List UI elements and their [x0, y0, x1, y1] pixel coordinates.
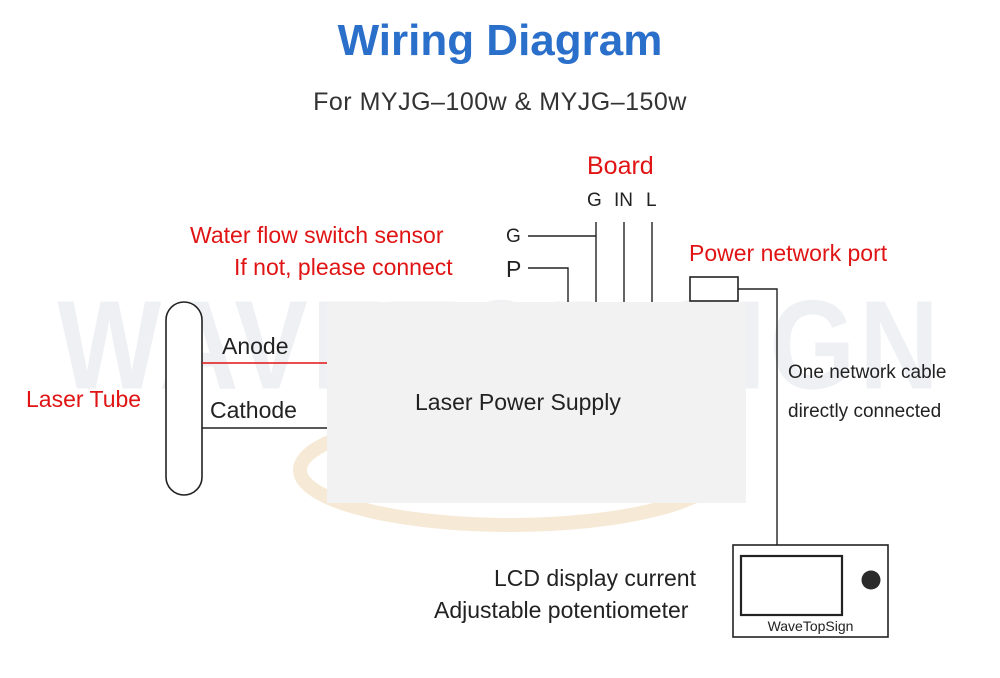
anode-label: Anode	[222, 333, 289, 359]
laser-tube-body	[165, 301, 203, 496]
p-wire	[528, 267, 569, 302]
page-title: Wiring Diagram	[337, 16, 663, 65]
water-sensor-pin: G	[506, 226, 521, 247]
display-note-line2: Adjustable potentiometer	[434, 597, 689, 623]
network-cable	[738, 288, 778, 545]
potentiometer-knob	[861, 570, 881, 590]
board-pin-l: L	[646, 190, 657, 211]
network-port-connector	[689, 276, 739, 302]
network-note-line1: One network cable	[788, 362, 947, 383]
board-pin-g: G	[587, 190, 602, 211]
power-supply-box	[327, 302, 746, 503]
power-port-label: Power network port	[689, 240, 888, 266]
cathode-label: Cathode	[210, 397, 297, 423]
panel-brand: WaveTopSign	[767, 618, 854, 634]
page-subtitle: For MYJG–100w & MYJG–150w	[313, 88, 687, 116]
network-note-line2: directly connected	[788, 401, 942, 422]
laser-tube-label: Laser Tube	[26, 386, 142, 412]
power-supply-label: Laser Power Supply	[415, 389, 621, 415]
water-sensor-label: Water flow switch sensor	[190, 222, 444, 248]
display-note-line1: LCD display current	[494, 565, 696, 591]
board-pin-in: IN	[614, 190, 633, 211]
connect-note-pin: P	[506, 256, 522, 282]
lcd-screen	[739, 554, 844, 617]
connect-note-label: If not, please connect	[234, 254, 453, 280]
board-label: Board	[587, 152, 654, 180]
